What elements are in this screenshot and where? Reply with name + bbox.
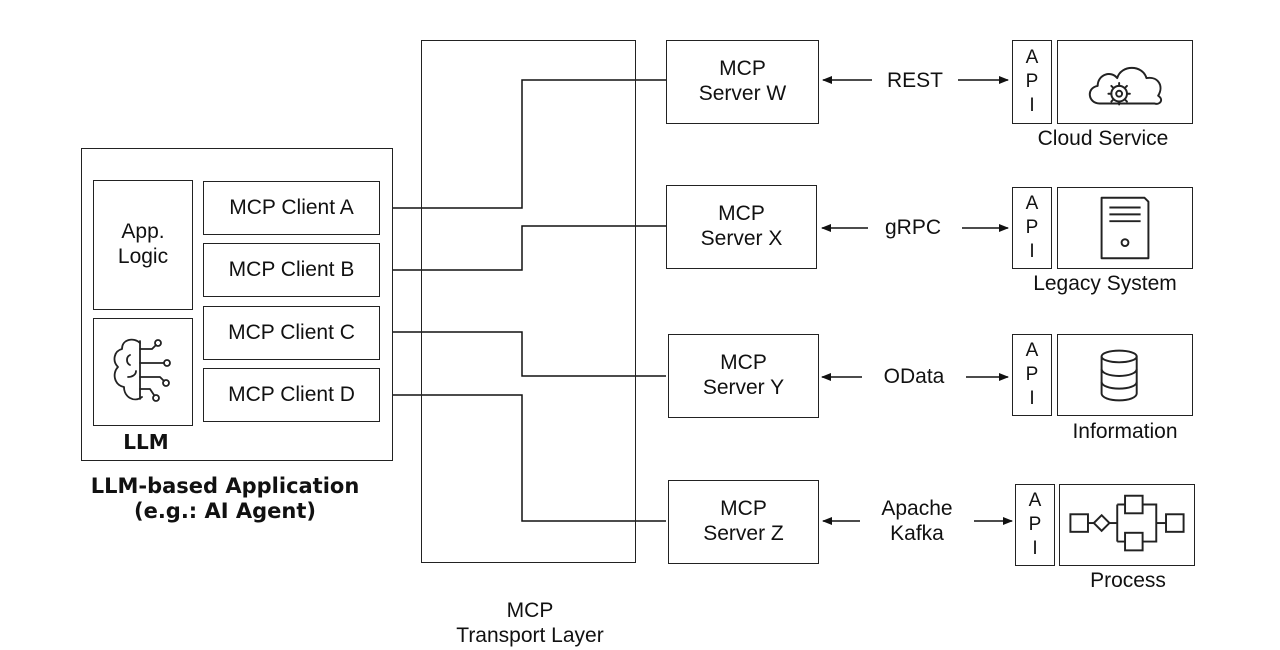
target-label-cloud-service: Cloud Service <box>1037 126 1169 150</box>
brain-circuit-icon <box>113 338 171 402</box>
mcp-server-w: MCP Server W <box>666 40 819 124</box>
protocol-odata: OData <box>883 364 945 388</box>
mcp-client-d: MCP Client D <box>203 368 380 422</box>
database-icon <box>1100 349 1138 402</box>
application-caption: LLM-based Application (e.g.: AI Agent) <box>90 474 360 523</box>
mcp-server-x: MCP Server X <box>666 185 817 269</box>
connector-client-b-server-x <box>380 225 666 271</box>
cloud-gear-icon <box>1088 66 1163 106</box>
protocol-grpc: gRPC <box>884 215 942 239</box>
connector-client-a-server-w <box>380 79 666 209</box>
protocol-apache-kafka: Apache Kafka <box>881 497 953 545</box>
legacy-system-box <box>1057 187 1193 269</box>
protocol-rest: REST <box>886 68 943 92</box>
app-logic-box: App. Logic <box>93 180 193 310</box>
transport-layer-label: MCP Transport Layer <box>456 599 604 647</box>
target-label-legacy-system: Legacy System <box>1033 271 1177 295</box>
mcp-client-c: MCP Client C <box>203 306 380 360</box>
target-label-information: Information <box>1072 419 1178 443</box>
mcp-server-y: MCP Server Y <box>668 334 819 418</box>
connector-client-c-server-y <box>380 331 666 377</box>
mcp-server-z: MCP Server Z <box>668 480 819 564</box>
mcp-client-b: MCP Client B <box>203 243 380 297</box>
connector-client-d-server-z <box>380 394 666 522</box>
mcp-client-a: MCP Client A <box>203 181 380 235</box>
information-box <box>1057 334 1193 416</box>
target-label-process: Process <box>1090 568 1166 592</box>
llm-label: LLM <box>123 430 169 455</box>
process-flow-icon <box>1069 494 1185 552</box>
llm-box <box>93 318 193 426</box>
process-box <box>1059 484 1195 566</box>
transport-layer-box <box>421 40 636 563</box>
server-tower-icon <box>1100 196 1150 260</box>
cloud-service-box <box>1057 40 1193 124</box>
